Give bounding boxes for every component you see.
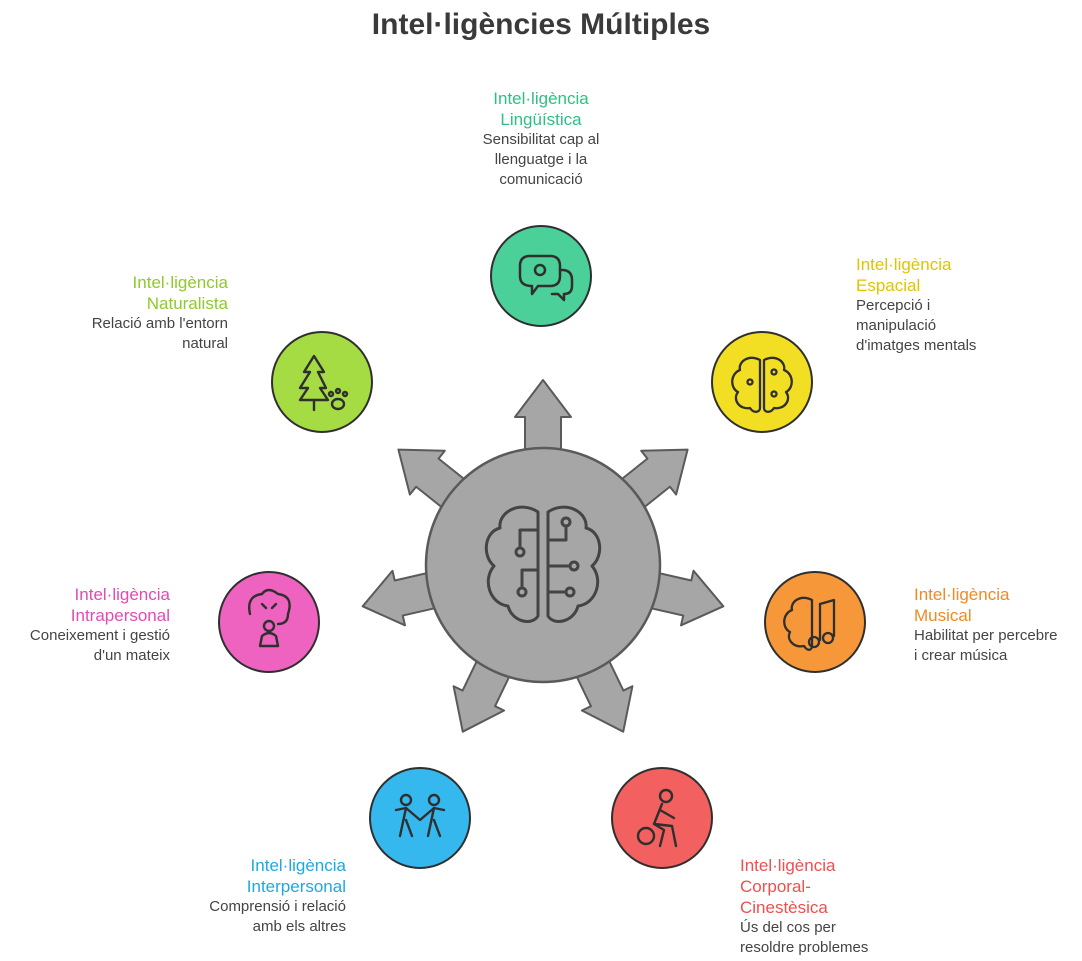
node-interpersonal — [369, 767, 471, 869]
label-intrapersonal: Intel·ligència Intrapersonal Coneixement… — [0, 584, 170, 666]
hub-circle — [424, 446, 662, 684]
brain-music-icon — [783, 596, 836, 651]
node-naturalista — [271, 331, 373, 433]
label-espacial: Intel·ligència Espacial Percepció i mani… — [856, 254, 1056, 356]
diagram-title: Intel·ligències Múltiples — [371, 8, 711, 41]
person-ball-icon — [636, 788, 678, 848]
label-linguistica-desc-1: Sensibilitat cap al — [482, 131, 600, 148]
label-linguistica-desc-3: comunicació — [499, 171, 583, 188]
label-linguistica: Intel·ligència Lingüística Sensibilitat … — [441, 88, 641, 190]
label-espacial-desc-1: Percepció i — [856, 297, 931, 314]
label-linguistica-title-1: Intel·ligència — [493, 89, 589, 108]
label-corporal-title-1: Intel·ligència — [740, 856, 836, 875]
node-intrapersonal — [218, 571, 320, 673]
label-naturalista-desc-1: Relació amb l'entorn — [91, 315, 228, 332]
label-interpersonal-desc-1: Comprensió i relació — [209, 898, 346, 915]
label-espacial-title-2: Espacial — [856, 276, 921, 295]
label-interpersonal: Intel·ligència Interpersonal Comprensió … — [146, 855, 346, 937]
speech-bubbles-icon — [518, 254, 574, 302]
brain-circuit-icon — [484, 505, 602, 623]
node-musical — [764, 571, 866, 673]
label-musical-desc-2: i crear música — [914, 647, 1008, 664]
label-naturalista-title-2: Naturalista — [146, 294, 228, 313]
label-espacial-desc-2: manipulació — [856, 317, 937, 334]
people-holding-hands-icon — [394, 793, 446, 838]
label-musical-title-1: Intel·ligència — [914, 585, 1010, 604]
label-musical-title-2: Musical — [914, 606, 972, 625]
node-corporal — [611, 767, 713, 869]
label-naturalista-desc-2: natural — [182, 335, 228, 352]
label-corporal: Intel·ligència Corporal- Cinestèsica Ús … — [740, 855, 940, 958]
label-corporal-title-3: Cinestèsica — [740, 898, 828, 917]
meditating-person-icon — [248, 588, 291, 648]
label-intrapersonal-desc-2: d'un mateix — [93, 647, 170, 664]
brain-circuit-icon — [731, 356, 793, 413]
label-corporal-title-2: Corporal- — [740, 877, 811, 896]
label-naturalista-title-1: Intel·ligència — [132, 273, 228, 292]
label-naturalista: Intel·ligència Naturalista Relació amb l… — [28, 272, 228, 354]
label-interpersonal-title-1: Intel·ligència — [250, 856, 346, 875]
label-linguistica-title-2: Lingüística — [500, 110, 582, 129]
label-musical-desc-1: Habilitat per percebre — [914, 627, 1058, 644]
tree-paw-icon — [298, 354, 349, 412]
label-musical: Intel·ligència Musical Habilitat per per… — [914, 584, 1079, 666]
label-interpersonal-desc-2: amb els altres — [252, 918, 346, 935]
node-linguistica — [490, 225, 592, 327]
label-espacial-title-1: Intel·ligència — [856, 255, 952, 274]
label-intrapersonal-title-2: Intrapersonal — [70, 606, 170, 625]
label-linguistica-desc-2: llenguatge i la — [494, 151, 588, 168]
node-espacial — [711, 331, 813, 433]
label-intrapersonal-desc-1: Coneixement i gestió — [29, 627, 170, 644]
label-intrapersonal-title-1: Intel·ligència — [74, 585, 170, 604]
label-espacial-desc-3: d'imatges mentals — [856, 337, 977, 354]
label-corporal-desc-1: Ús del cos per — [740, 919, 836, 936]
label-corporal-desc-2: resoldre problemes — [740, 939, 869, 956]
label-interpersonal-title-2: Interpersonal — [246, 877, 346, 896]
